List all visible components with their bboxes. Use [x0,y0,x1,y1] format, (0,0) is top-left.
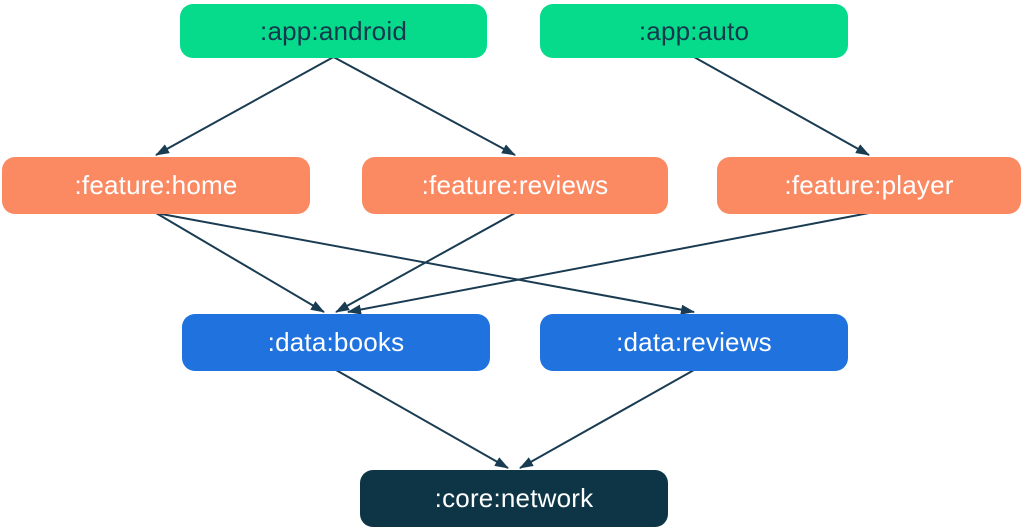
node-feature-home: :feature:home [2,157,310,214]
node-data-reviews: :data:reviews [540,314,848,371]
node-data-books: :data:books [182,314,490,371]
edge-feature_reviews-to-data_books [335,212,516,313]
node-feature-player: :feature:player [717,157,1021,214]
node-core-network: :core:network [360,470,668,527]
edge-app_auto-to-feature_player [693,56,870,156]
node-app-android: :app:android [180,4,487,58]
node-app-auto: :app:auto [540,4,848,58]
node-data-reviews-label: :data:reviews [616,327,772,357]
edge-data_books-to-core_network [335,369,509,469]
node-feature-reviews: :feature:reviews [362,157,668,214]
edge-feature_home-to-data_books [155,212,325,313]
node-feature-player-label: :feature:player [784,170,954,200]
node-data-books-label: :data:books [267,327,405,357]
node-feature-reviews-label: :feature:reviews [421,170,609,200]
edge-data_reviews-to-core_network [519,369,695,469]
node-app-android-label: :app:android [260,15,407,46]
edge-app_android-to-feature_reviews [333,56,516,156]
node-core-network-label: :core:network [434,483,594,513]
node-app-auto-label: :app:auto [638,15,750,46]
node-feature-home-label: :feature:home [74,170,238,200]
edge-app_android-to-feature_home [155,56,334,156]
edge-feature_home-to-data_reviews [155,212,695,315]
edge-feature_player-to-data_books [347,212,870,315]
